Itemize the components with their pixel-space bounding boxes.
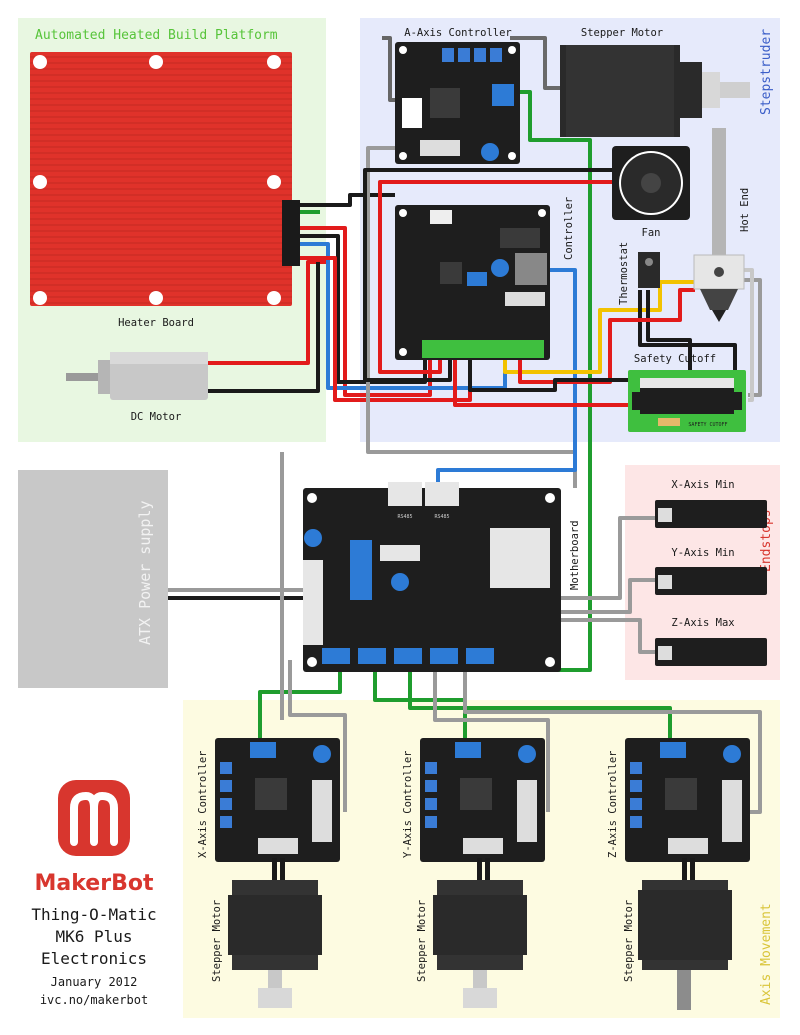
a-axis-controller-label: A-Axis Controller [404, 27, 511, 39]
stepper-motor-top-label: Stepper Motor [581, 27, 663, 39]
z-axis-controller-label: Z-Axis Controller [607, 751, 619, 858]
dc-motor-wire-black [208, 262, 320, 393]
stepstruder-zone-title: Stepstruder [759, 29, 774, 115]
rs485-cable-blue [436, 268, 577, 488]
brand-wordmark: MakerBot [35, 871, 154, 896]
z-stepper-motor-icon [638, 858, 732, 1010]
a-axis-controller-board [395, 42, 520, 164]
thermostat-wire-black-1 [646, 290, 692, 372]
y-axis-controller-board [420, 738, 545, 862]
thermostat-label: Thermostat [618, 242, 630, 305]
safety-cutoff-board [628, 370, 746, 432]
motherboard [303, 482, 561, 672]
hot-end-label: Hot End [739, 188, 751, 232]
controller-label: Controller [563, 197, 575, 260]
hot-end-wire-gray-2 [740, 268, 754, 402]
heater-board [30, 52, 300, 306]
x-stepper-motor-label: Stepper Motor [211, 900, 223, 982]
y-stepper-motor-icon [433, 858, 527, 1008]
cutoff-wire-red [453, 360, 632, 407]
endstop-z-cable [520, 618, 655, 654]
fan-wire-red [378, 180, 612, 374]
fan-icon [612, 146, 690, 220]
z-axis-max-label: Z-Axis Max [671, 617, 734, 629]
endstop-x-cable [520, 516, 655, 600]
title-line-3: Electronics [41, 949, 147, 968]
url-label: ivc.no/makerbot [40, 993, 148, 1007]
y-axis-cable-gray [433, 660, 550, 812]
makerbot-logo-icon [58, 780, 130, 856]
date-label: January 2012 [51, 975, 138, 989]
motherboard-label: Motherboard [569, 520, 581, 590]
endstop-y-cable [520, 578, 655, 614]
x-axis-cable-green [258, 660, 342, 742]
atx-label: ATX Power supply [136, 501, 154, 646]
thermostat-wire-black-2 [638, 290, 737, 372]
platform-zone-title: Automated Heated Build Platform [35, 28, 278, 43]
stepper-motor-icon [560, 45, 750, 137]
x-axis-controller-board [215, 738, 340, 862]
hot-end-wire-red [518, 288, 695, 384]
hot-end-icon [693, 128, 745, 322]
z-axis-cable-gray [463, 660, 762, 814]
x-axis-cable-gray [288, 660, 347, 812]
atx-power-supply [18, 470, 168, 688]
title-line-1: Thing-O-Matic [31, 905, 156, 924]
safety-cutoff-board-text: SAFETY CUTOFF [688, 422, 727, 428]
dc-motor-icon [66, 352, 208, 400]
axis-movement-zone-title: Axis Movement [759, 903, 774, 1005]
heater-wire-blue [290, 242, 507, 390]
thermostat-icon [638, 252, 660, 288]
x-axis-controller-label: X-Axis Controller [197, 751, 209, 858]
heater-wire-black [290, 193, 395, 207]
cutoff-wire-black [468, 360, 632, 392]
rs485-port-label-1: RS485 [397, 514, 412, 520]
heater-board-label: Heater Board [118, 317, 194, 329]
z-axis-controller-board [625, 738, 750, 862]
safety-cutoff-label: Safety Cutoff [634, 353, 716, 365]
x-axis-min-label: X-Axis Min [671, 479, 734, 491]
a-axis-motor-cable [510, 36, 565, 90]
y-axis-controller-label: Y-Axis Controller [402, 751, 414, 858]
rs485-port-label-2: RS485 [434, 514, 449, 520]
x-stepper-motor-icon [228, 858, 322, 1008]
z-axis-cable-green [408, 660, 672, 742]
dc-motor-label: DC Motor [131, 411, 182, 423]
y-stepper-motor-label: Stepper Motor [416, 900, 428, 982]
z-stepper-motor-label: Stepper Motor [623, 900, 635, 982]
fan-wire-black [363, 168, 612, 382]
title-line-2: MK6 Plus [55, 927, 132, 946]
y-axis-min-label: Y-Axis Min [671, 547, 734, 559]
heater-wire-black-2 [290, 234, 427, 384]
heater-wire-red-1 [290, 226, 432, 397]
endstop-switch-icon [655, 500, 767, 666]
extruder-controller-board [395, 205, 550, 360]
fan-label: Fan [642, 227, 661, 239]
